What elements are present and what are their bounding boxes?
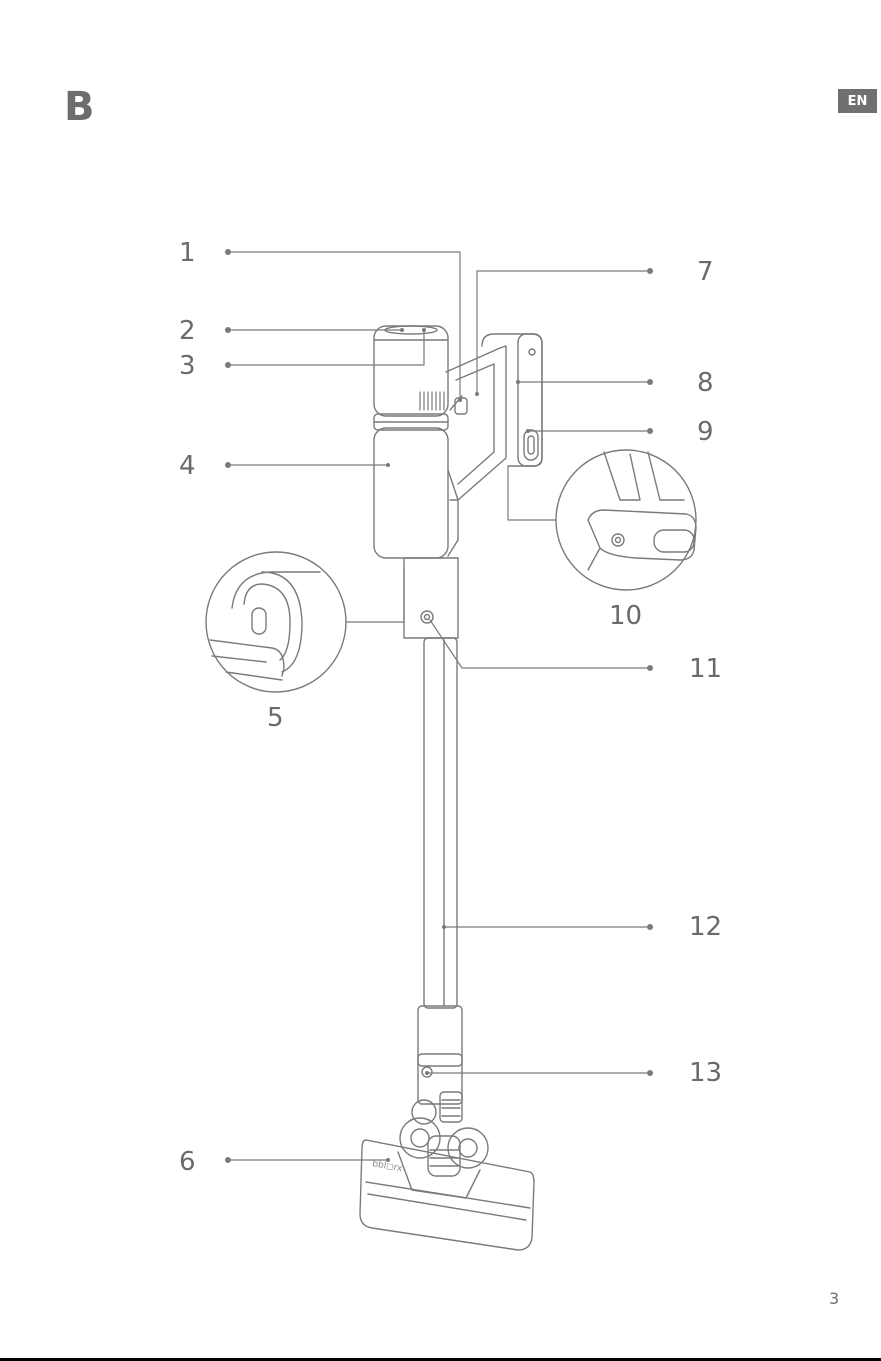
dust-container [374,428,458,558]
callout-4: 4 [179,453,196,479]
callout-8: 8 [697,370,714,396]
callout-5: 5 [267,705,284,731]
callout-2: 2 [179,318,196,344]
callout-1: 1 [179,240,196,266]
callout-10: 10 [609,603,642,629]
floor-brush-head [360,1118,534,1250]
callout-7: 7 [697,259,714,285]
callout-6: 6 [179,1149,196,1175]
callout-13: 13 [689,1060,722,1086]
callout-11: 11 [689,656,722,682]
floor-head-neck [412,1006,462,1124]
zoom-detail-5 [206,552,346,692]
zoom-detail-10 [556,450,696,590]
brush-logo: bbl◻rx [371,1159,403,1174]
leader-lines [228,252,650,1160]
callout-3: 3 [179,353,196,379]
wall-mount [482,334,542,466]
motor-head [374,326,448,430]
leader-dots [225,249,653,1163]
page-number: 3 [829,1289,839,1308]
handle-arm [446,346,506,500]
callout-12: 12 [689,914,722,940]
tube-coupling [404,558,458,638]
callout-9: 9 [697,419,714,445]
extension-tube [424,638,457,1008]
